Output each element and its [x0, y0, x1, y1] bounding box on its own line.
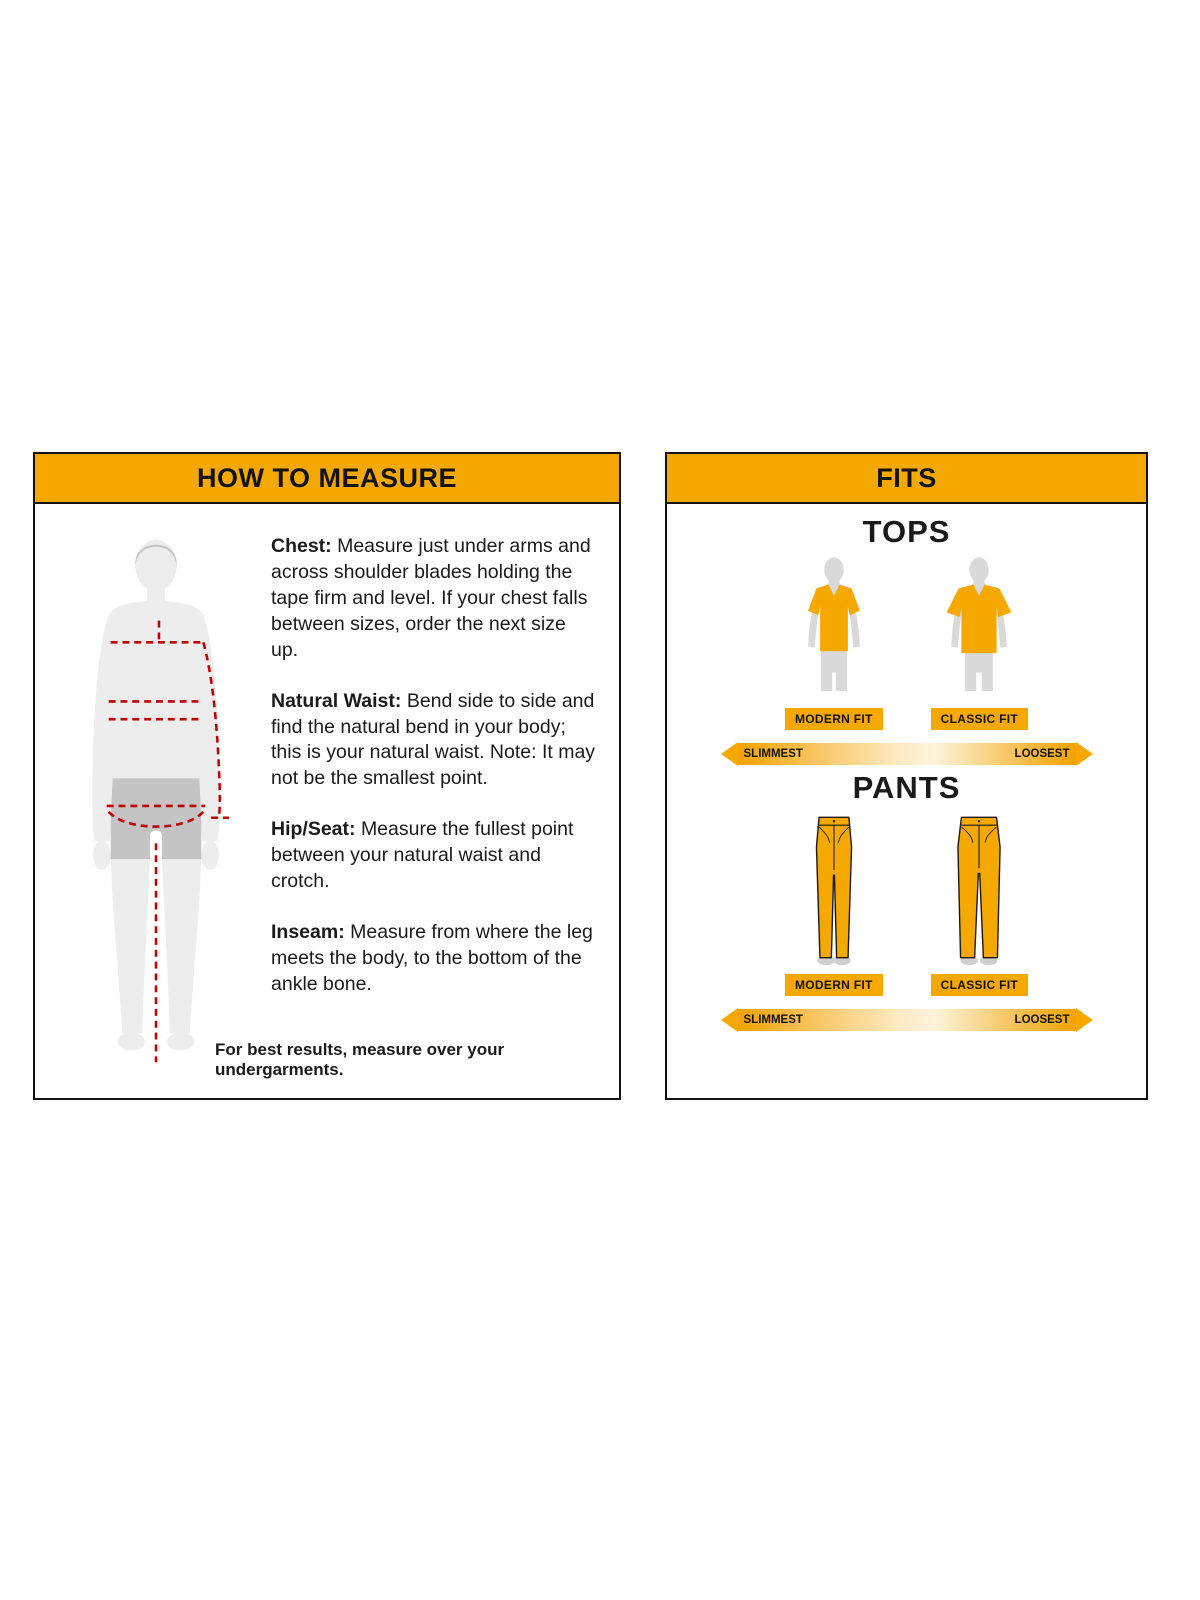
how-to-measure-panel: HOW TO MEASURE: [33, 452, 621, 1100]
classic-fit-top-icon: [946, 557, 1012, 692]
how-to-measure-title: HOW TO MEASURE: [196, 462, 457, 493]
measure-section-inseam: Inseam: Measure from where the leg meets…: [271, 920, 597, 998]
pants-fit-scale-arrow: SLIMMEST LOOSEST: [720, 1008, 1093, 1032]
measure-section-hip-seat: Hip/Seat: Measure the fullest point betw…: [271, 817, 597, 895]
measure-footnote: For best results, measure over your unde…: [215, 1040, 505, 1079]
tops-scale-bar: SLIMMEST LOOSEST: [737, 743, 1076, 765]
modern-fit-badge: MODERN FIT: [785, 708, 883, 730]
scale-label-slimmest: SLIMMEST: [743, 748, 803, 760]
measurement-figure-icon: [92, 539, 229, 1063]
measure-instructions: Chest: Measure just under arms and acros…: [271, 534, 597, 1082]
measure-text: Measure the fullest point between your n…: [271, 818, 574, 893]
fits-body: TOPS MODERN FIT: [667, 504, 1146, 1098]
measure-term: Hip/Seat:: [271, 818, 356, 841]
modern-fit-pants-icon: [815, 816, 853, 966]
pants-heading: PANTS: [852, 770, 961, 805]
classic-fit-badge: CLASSIC FIT: [930, 974, 1028, 996]
classic-fit-badge: CLASSIC FIT: [930, 708, 1028, 730]
fits-panel: FITS TOPS MODERN FIT: [665, 452, 1148, 1100]
tops-heading: TOPS: [862, 514, 951, 549]
classic-fit-pants-icon: [957, 816, 1002, 966]
modern-fit-top-icon: [807, 557, 860, 692]
fits-title: FITS: [876, 462, 937, 493]
modern-fit-badge: MODERN FIT: [785, 974, 883, 996]
tops-modern-fit-column: MODERN FIT: [785, 556, 883, 730]
measure-section-natural-waist: Natural Waist: Bend side to side and fin…: [271, 689, 597, 793]
scale-label-slimmest: SLIMMEST: [743, 1014, 803, 1026]
arrowhead-right-icon: [1075, 1008, 1093, 1032]
fits-header: FITS: [667, 454, 1146, 504]
arrowhead-right-icon: [1075, 742, 1093, 766]
measure-term: Chest:: [271, 535, 332, 557]
tops-figures-row: MODERN FIT CLASSIC FIT: [667, 556, 1146, 730]
measure-term: Natural Waist:: [271, 689, 402, 712]
how-to-measure-header: HOW TO MEASURE: [35, 454, 619, 504]
pants-modern-fit-column: MODERN FIT: [785, 812, 883, 996]
pants-scale-bar: SLIMMEST LOOSEST: [737, 1009, 1076, 1031]
arrowhead-left-icon: [720, 1008, 738, 1032]
body-measurement-illustration: [57, 526, 255, 1082]
pants-figures-row: MODERN FIT CLASSIC FIT: [667, 812, 1146, 996]
measure-text: Bend side to side and find the natural b…: [271, 689, 596, 790]
tops-fit-scale-arrow: SLIMMEST LOOSEST: [720, 742, 1093, 766]
measure-text: Measure just under arms and across shoul…: [271, 535, 591, 661]
measure-term: Inseam:: [271, 921, 345, 944]
pants-classic-fit-column: CLASSIC FIT: [930, 812, 1028, 996]
arrowhead-left-icon: [720, 742, 738, 766]
scale-label-loosest: LOOSEST: [1014, 748, 1070, 760]
tops-classic-fit-column: CLASSIC FIT: [930, 556, 1028, 730]
measure-text: Measure from where the leg meets the bod…: [271, 921, 593, 995]
how-to-measure-body: Chest: Measure just under arms and acros…: [35, 504, 619, 1098]
scale-label-loosest: LOOSEST: [1014, 1014, 1070, 1026]
measure-section-chest: Chest: Measure just under arms and acros…: [271, 534, 597, 664]
